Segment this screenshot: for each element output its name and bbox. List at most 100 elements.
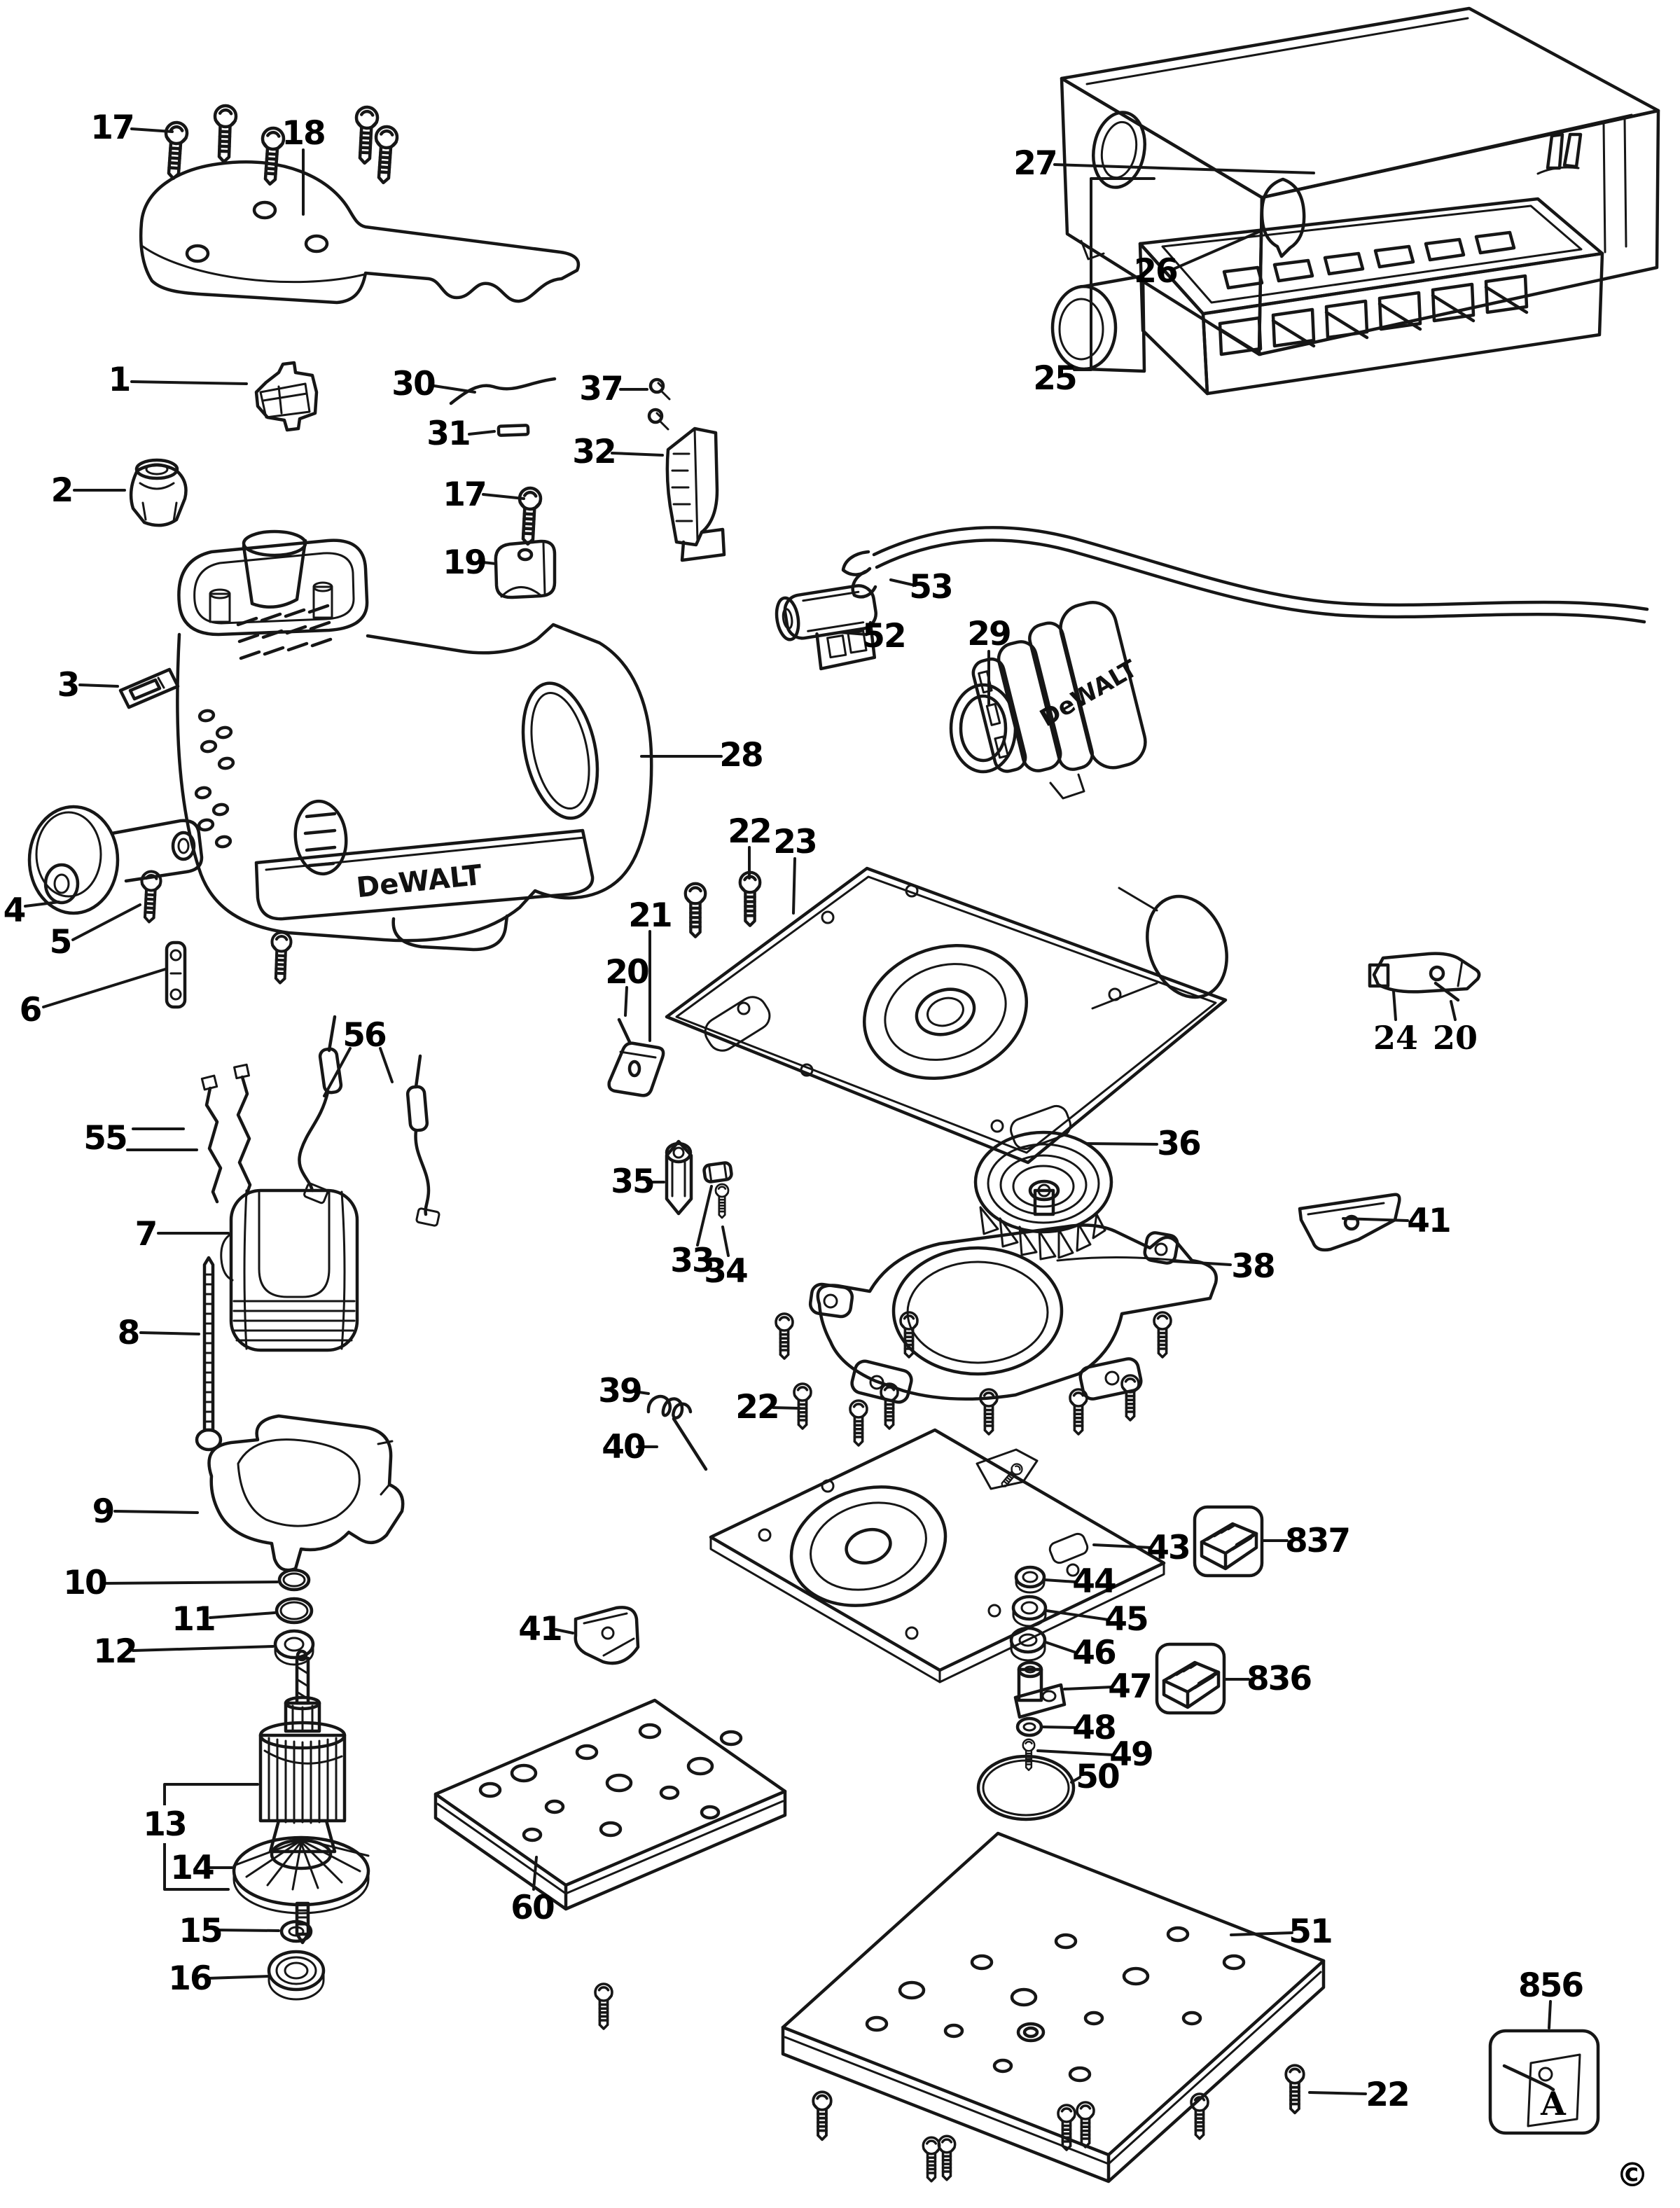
svg-text:33: 33	[670, 1242, 713, 1280]
callout-44: 44	[1043, 1562, 1117, 1601]
svg-text:56: 56	[342, 1016, 386, 1055]
part-lever-41-right	[1298, 1193, 1401, 1252]
part-fan-housing-38	[808, 1223, 1219, 1404]
callout-14: 14	[170, 1849, 234, 1887]
callout-26: 26	[1134, 230, 1262, 291]
svg-text:30: 30	[391, 365, 435, 403]
part-clamp-19	[494, 539, 557, 599]
part-wire-30	[449, 377, 557, 405]
svg-text:41: 41	[518, 1610, 561, 1648]
svg-text:1: 1	[109, 361, 130, 399]
part-bearing-12	[273, 1629, 315, 1666]
callout-8: 8	[118, 1314, 200, 1352]
part-bearing-16	[267, 1950, 326, 2001]
callout-52: 52	[839, 617, 907, 655]
callout-49: 49	[1036, 1735, 1154, 1774]
svg-text:35: 35	[611, 1162, 653, 1201]
callout-31: 31	[426, 415, 496, 453]
callout-9: 9	[92, 1492, 199, 1531]
svg-text:19: 19	[443, 543, 485, 582]
part-shroud-plate-23	[665, 866, 1228, 1165]
callout-856: 856	[1518, 1966, 1584, 2029]
callout-837: 837	[1261, 1522, 1351, 1560]
part-clip-33	[702, 1161, 733, 1183]
callout-30: 30	[391, 365, 476, 403]
svg-text:39: 39	[598, 1372, 641, 1410]
part-cord-guard-52	[775, 584, 877, 671]
svg-text:34: 34	[704, 1252, 747, 1291]
part-stator-7	[220, 1188, 359, 1352]
svg-text:22: 22	[735, 1388, 778, 1426]
part-nut-35	[665, 1139, 693, 1216]
callout-16: 16	[168, 1959, 270, 1998]
callout-18: 18	[282, 114, 326, 216]
callout-6: 6	[20, 968, 167, 1029]
callout-20-left: 20	[605, 953, 650, 1017]
svg-text:2: 2	[51, 471, 73, 510]
svg-text:22: 22	[728, 812, 770, 851]
part-sleeve-31	[497, 424, 530, 437]
callout-37: 37	[579, 370, 648, 408]
svg-text:45: 45	[1104, 1600, 1147, 1639]
callout-50: 50	[1070, 1758, 1120, 1796]
svg-text:7: 7	[135, 1215, 157, 1254]
callout-47: 47	[1063, 1667, 1153, 1706]
part-pad-51	[781, 1831, 1326, 2183]
svg-text:836: 836	[1247, 1660, 1311, 1698]
callout-35: 35	[611, 1162, 665, 1201]
callout-53: 53	[889, 568, 954, 606]
svg-text:28: 28	[719, 736, 762, 775]
svg-text:20: 20	[605, 953, 648, 992]
svg-text:51: 51	[1289, 1912, 1331, 1951]
callout-22-bottom: 22	[1308, 2076, 1410, 2114]
svg-text:24: 24	[1373, 1019, 1418, 1057]
svg-text:13: 13	[143, 1805, 186, 1844]
svg-text:12: 12	[93, 1632, 136, 1671]
part-screws-37	[647, 377, 671, 431]
part-knob-2	[129, 458, 188, 527]
svg-text:31: 31	[426, 415, 469, 453]
callout-34: 34	[704, 1225, 749, 1291]
part-washer-15	[279, 1919, 313, 1943]
svg-text:23: 23	[773, 823, 816, 861]
callout-46: 46	[1044, 1634, 1117, 1672]
part-pin-20-right	[1433, 981, 1460, 1002]
part-bracket-32	[665, 426, 726, 562]
svg-text:3: 3	[57, 666, 79, 704]
part-box-856: A	[1488, 2029, 1600, 2135]
callout-36: 36	[1085, 1125, 1202, 1163]
part-washer-45	[1011, 1595, 1048, 1627]
svg-text:40: 40	[602, 1428, 645, 1466]
callout-1: 1	[109, 361, 248, 399]
part-seal-44	[1014, 1565, 1046, 1594]
part-pad-60	[433, 1698, 787, 1911]
svg-text:43: 43	[1146, 1529, 1189, 1567]
callout-10: 10	[63, 1564, 279, 1602]
callout-22-housing: 22	[735, 1388, 801, 1426]
svg-text:8: 8	[118, 1314, 139, 1352]
part-bearing-46	[1009, 1626, 1047, 1662]
svg-text:18: 18	[282, 114, 324, 153]
callout-51: 51	[1230, 1912, 1333, 1951]
callout-22-plate: 22	[728, 812, 772, 880]
callout-38: 38	[1172, 1247, 1276, 1286]
svg-text:16: 16	[168, 1959, 211, 1998]
callout-29: 29	[967, 615, 1012, 705]
callout-15: 15	[179, 1912, 280, 1950]
svg-text:10: 10	[63, 1564, 106, 1602]
callout-20-right: 20	[1433, 1000, 1478, 1057]
callout-24: 24	[1373, 990, 1418, 1057]
svg-text:25: 25	[1033, 359, 1076, 398]
callout-19: 19	[443, 543, 497, 582]
part-plate-6	[165, 940, 187, 1009]
callout-39: 39	[598, 1372, 650, 1410]
part-switch-1	[254, 361, 319, 432]
svg-text:21: 21	[628, 896, 671, 935]
callout-17-top: 17	[90, 109, 174, 147]
svg-text:6: 6	[20, 991, 41, 1029]
callout-7: 7	[135, 1215, 230, 1254]
svg-text:37: 37	[579, 370, 622, 408]
svg-text:11: 11	[172, 1600, 214, 1639]
